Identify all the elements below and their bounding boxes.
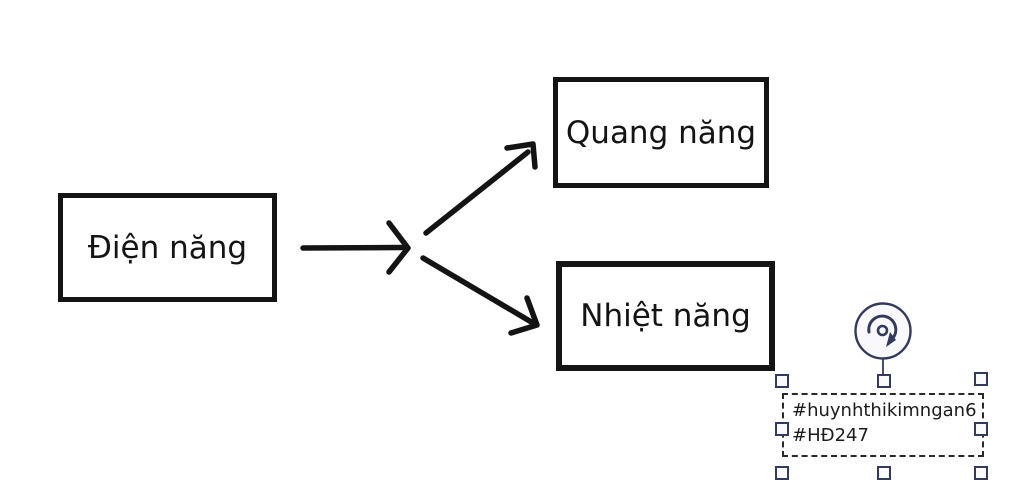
node-nhiet-nang-label: Nhiệt năng — [580, 298, 751, 334]
node-dien-nang[interactable]: Điện năng — [58, 193, 277, 302]
resize-handle-top-right[interactable] — [974, 372, 988, 386]
resize-handle-bottom-center[interactable] — [877, 466, 891, 480]
arrow-branch-to-nhiet[interactable] — [420, 255, 540, 336]
resize-handle-mid-left[interactable] — [775, 422, 789, 436]
selected-textbox[interactable]: #huynhthikimngan6 #HĐ247 — [782, 393, 984, 457]
resize-handle-top-center[interactable] — [877, 374, 891, 388]
node-dien-nang-label: Điện năng — [87, 229, 248, 266]
resize-handle-top-left[interactable] — [775, 374, 789, 388]
resize-handle-bottom-right[interactable] — [974, 466, 988, 480]
resize-handle-mid-right[interactable] — [974, 422, 988, 436]
node-nhiet-nang[interactable]: Nhiệt năng — [556, 261, 775, 371]
arrow-dien-to-branch[interactable] — [300, 220, 411, 275]
resize-handle-bottom-left[interactable] — [775, 466, 789, 480]
node-quang-nang[interactable]: Quang năng — [553, 77, 769, 188]
textbox-line-2: #HĐ247 — [792, 425, 869, 446]
node-quang-nang-label: Quang năng — [565, 114, 757, 151]
arrow-branch-to-quang[interactable] — [423, 141, 538, 236]
textbox-line-1: #huynhthikimngan6 — [792, 400, 977, 421]
